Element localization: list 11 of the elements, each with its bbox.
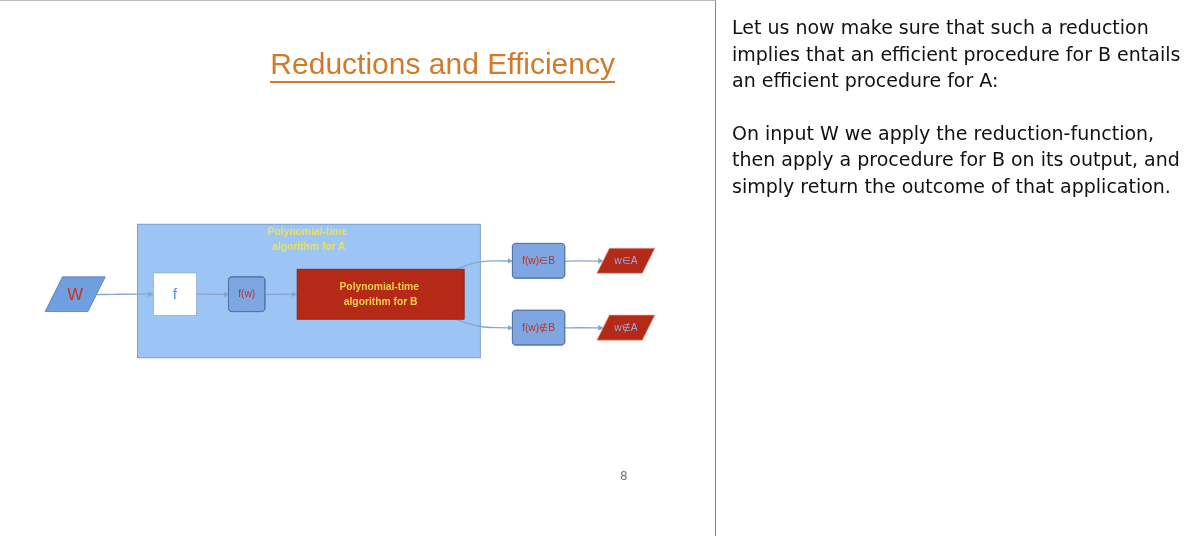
slide-title: Reductions and Efficiency: [270, 47, 615, 83]
arrow: [96, 291, 154, 298]
paragraph: Let us now make sure that such a reduction implies that an efficient procedure for B entails an efficient procedure for A:: [732, 15, 1182, 94]
page-number: 8: [620, 469, 628, 483]
arrow: [564, 325, 604, 331]
node-box: Polynomial-time algorithm for B: [296, 268, 465, 320]
arrow: [564, 258, 604, 264]
paragraph: On input W we apply the reduction-function, then apply a procedure for B on its output, and simply return the outcome of that application.: [732, 120, 1181, 199]
node-box: f: [153, 272, 197, 316]
arrow: [195, 291, 230, 298]
arrow: [264, 291, 298, 298]
